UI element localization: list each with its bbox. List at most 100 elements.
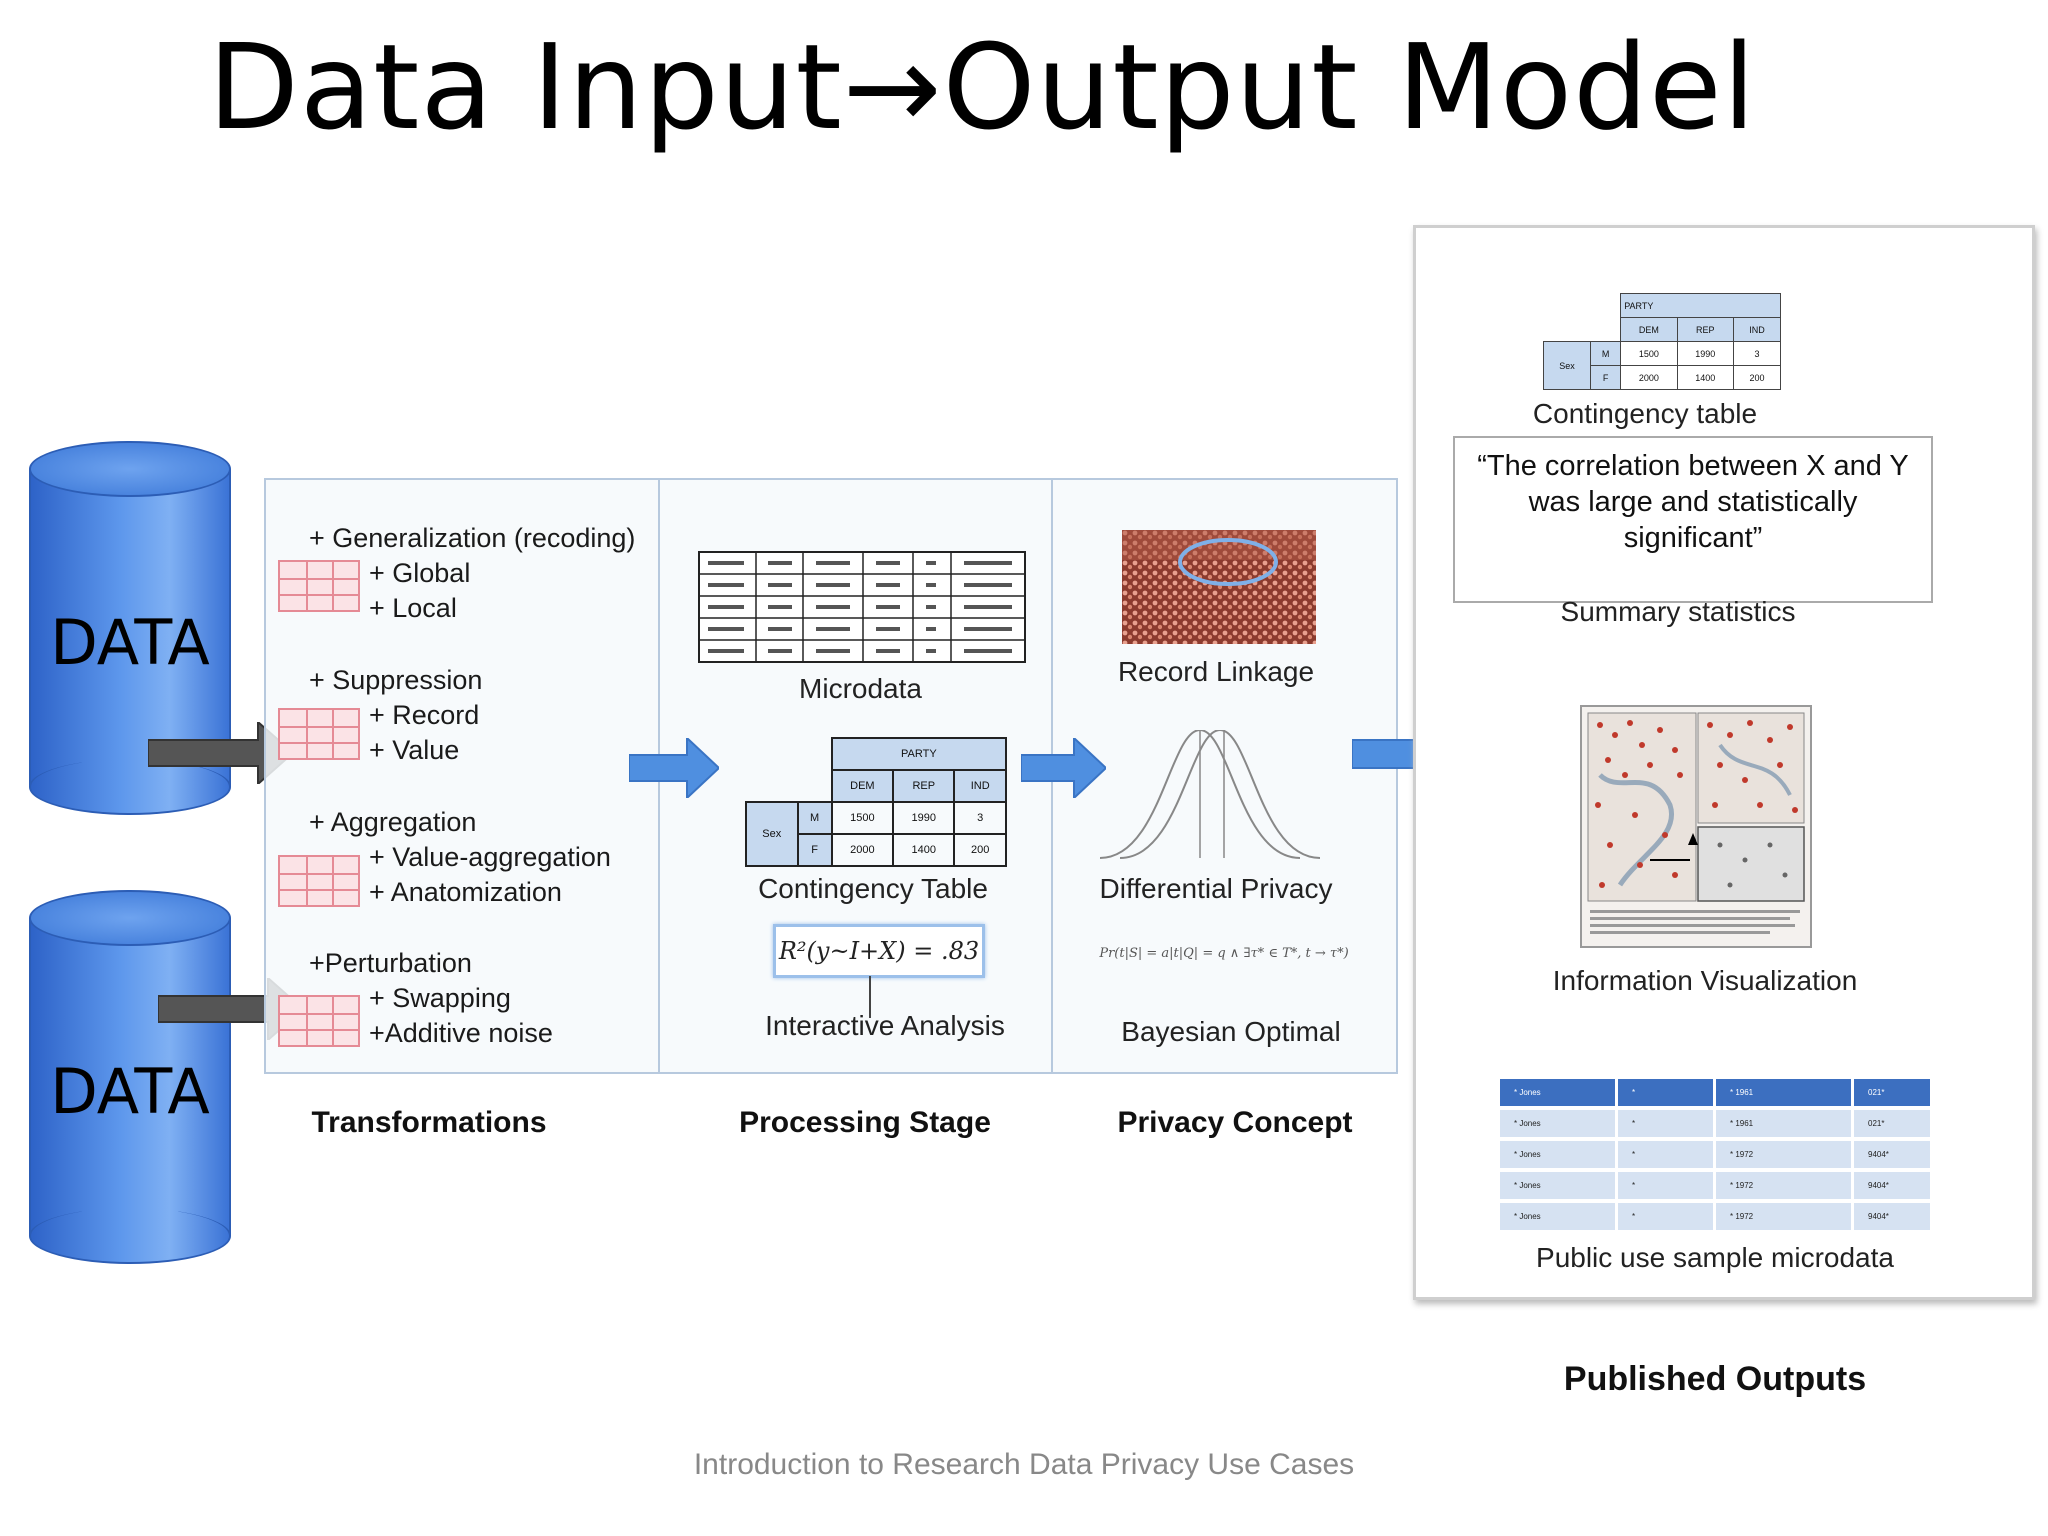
transformation-heading: + Suppression	[309, 665, 483, 695]
table-grid-icon	[278, 995, 360, 1047]
row-header: F	[796, 833, 833, 867]
table-cell: * 1972	[1716, 1172, 1851, 1199]
information-visualization-label: Information Visualization	[1552, 965, 1858, 996]
column-header: DEM	[1620, 317, 1678, 342]
table-cell: 200	[953, 833, 1007, 867]
published-outputs-footer: Published Outputs	[1563, 1360, 1867, 1398]
connector-line	[869, 976, 871, 1018]
table-cell: * 1972	[1716, 1203, 1851, 1230]
party-header: PARTY	[1620, 293, 1781, 318]
row-group-header: Sex	[745, 801, 799, 867]
bell-curves-icon	[1100, 730, 1321, 859]
flow-arrow-icon	[629, 738, 719, 798]
table-cell: 200	[1733, 365, 1781, 390]
transformation-item: + Value	[369, 735, 460, 765]
table-cell: * Jones	[1500, 1172, 1615, 1199]
table-grid-icon	[278, 708, 360, 760]
flow-arrow-icon	[1021, 738, 1106, 798]
transformation-group: + Aggregation + Value-aggregation + Anat…	[309, 805, 611, 910]
table-cell: 2000	[1620, 365, 1678, 390]
table-cell: 1500	[830, 801, 895, 835]
processing-footer: Processing Stage	[739, 1106, 991, 1139]
table-cell: 1400	[892, 833, 956, 867]
transformation-group: +Perturbation + Swapping +Additive noise	[309, 946, 553, 1051]
column-header: REP	[892, 769, 956, 803]
transformation-item: + Anatomization	[369, 877, 562, 907]
table-cell: 3	[1733, 341, 1781, 366]
transformation-heading: +Perturbation	[309, 948, 472, 978]
table-cell: 3	[953, 801, 1007, 835]
formula-box: R²(y~I+X) = .83	[773, 924, 985, 978]
bayesian-formula: Pr(t|S| = a|t|Q| = q ∧ ∃τ* ∈ T*, t → τ*)	[1099, 946, 1349, 961]
pums-label: Public use sample microdata	[1536, 1242, 1894, 1273]
column-header: REP	[1676, 317, 1735, 342]
table-cell: 2000	[830, 833, 895, 867]
slide-title: Data Input→Output Model	[208, 18, 1757, 156]
summary-quote: “The correlation between X and Y was lar…	[1477, 450, 1909, 554]
bayesian-optimal-label: Bayesian Optimal	[1121, 1016, 1341, 1047]
data-cylinder-label: DATA	[50, 606, 210, 679]
table-cell: *	[1618, 1203, 1713, 1230]
data-cylinder-label: DATA	[50, 1055, 210, 1128]
table-cell: *	[1618, 1141, 1713, 1168]
data-cylinder-2: DATA	[29, 890, 231, 1264]
table-cell: 1990	[1676, 341, 1735, 366]
transformation-item: + Swapping	[369, 983, 511, 1013]
transformation-item: + Record	[369, 700, 480, 730]
column-header: DEM	[830, 769, 895, 803]
table-grid-icon	[278, 560, 360, 612]
table-cell: 1500	[1620, 341, 1678, 366]
table-cell: * 1972	[1716, 1141, 1851, 1168]
column-header: IND	[1733, 317, 1781, 342]
crowd-photo-icon	[1122, 530, 1316, 644]
transformation-item: + Value-aggregation	[369, 842, 611, 872]
table-cell: *	[1618, 1079, 1713, 1106]
table-cell: 9404*	[1854, 1203, 1930, 1230]
transformation-item: + Local	[369, 593, 457, 623]
summary-statistics-label: Summary statistics	[1560, 596, 1796, 627]
table-cell: 021*	[1854, 1079, 1930, 1106]
table-cell: * Jones	[1500, 1079, 1615, 1106]
transformation-group: + Suppression + Record + Value	[309, 663, 482, 768]
microdata-table-icon	[698, 551, 1026, 663]
table-cell: 1400	[1676, 365, 1735, 390]
privacy-footer: Privacy Concept	[1117, 1106, 1353, 1139]
table-cell: * Jones	[1500, 1203, 1615, 1230]
table-cell: 9404*	[1854, 1172, 1930, 1199]
differential-privacy-label: Differential Privacy	[1099, 873, 1333, 904]
transformation-item: + Global	[369, 558, 471, 588]
record-linkage-label: Record Linkage	[1117, 656, 1315, 687]
table-cell: * 1961	[1716, 1110, 1851, 1137]
column-header: IND	[953, 769, 1007, 803]
table-cell: *	[1618, 1172, 1713, 1199]
table-cell: * 1961	[1716, 1079, 1851, 1106]
table-cell: 1990	[892, 801, 956, 835]
transformation-heading: + Generalization (recoding)	[309, 523, 636, 553]
table-cell: * Jones	[1500, 1141, 1615, 1168]
slide-footer: Introduction to Research Data Privacy Us…	[693, 1448, 1355, 1481]
row-header: M	[1589, 341, 1622, 366]
table-grid-icon	[278, 855, 360, 907]
transformation-heading: + Aggregation	[309, 807, 477, 837]
contingency-table-label: Contingency Table	[758, 873, 988, 904]
row-group-header: Sex	[1543, 341, 1591, 390]
microdata-label: Microdata	[799, 673, 922, 704]
map-visualization-icon	[1580, 705, 1812, 948]
table-cell: 021*	[1854, 1110, 1930, 1137]
table-cell: * Jones	[1500, 1110, 1615, 1137]
transformation-item: +Additive noise	[369, 1018, 553, 1048]
transformation-group: + Generalization (recoding) + Global + L…	[309, 521, 635, 626]
table-cell: 9404*	[1854, 1141, 1930, 1168]
interactive-analysis-label: Interactive Analysis	[765, 1010, 1005, 1041]
table-cell: *	[1618, 1110, 1713, 1137]
summary-quote-box: “The correlation between X and Y was lar…	[1453, 436, 1933, 603]
output-contingency-label: Contingency table	[1532, 398, 1758, 429]
row-header: M	[796, 801, 833, 835]
transformations-footer: Transformations	[311, 1106, 547, 1139]
party-header: PARTY	[830, 737, 1008, 771]
row-header: F	[1589, 365, 1622, 390]
data-cylinder-1: DATA	[29, 441, 231, 815]
